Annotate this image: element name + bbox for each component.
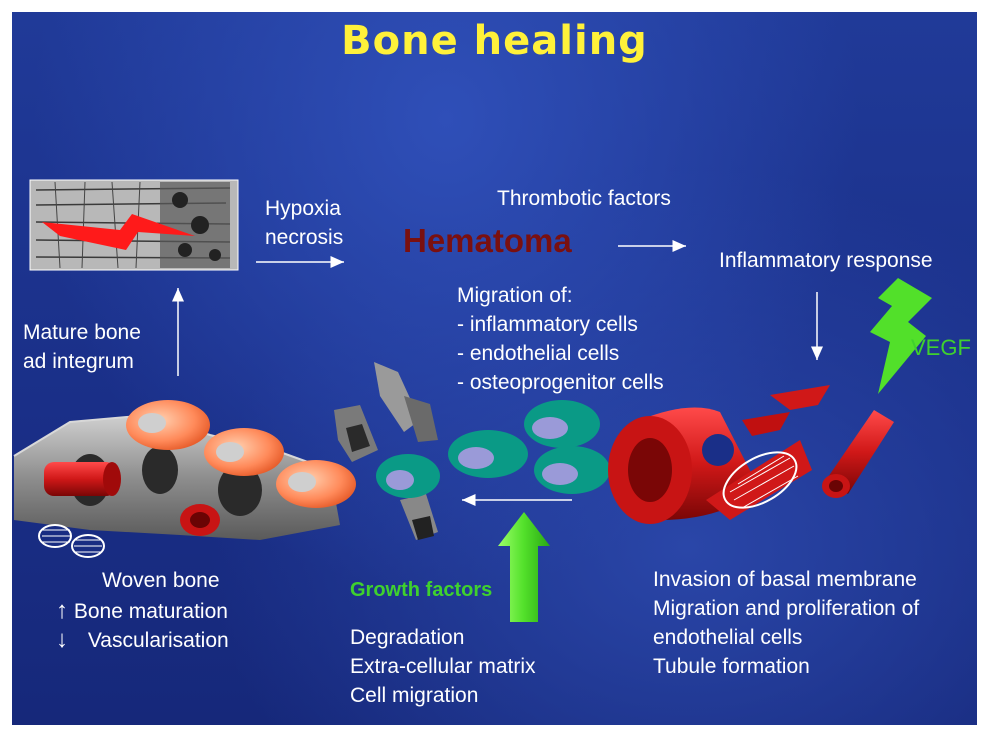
up-arrow-icon: ↑: [56, 597, 68, 624]
invasion-list: Invasion of basal membrane Migration and…: [653, 565, 919, 681]
bone-maturation-line: ↑ Bone maturation: [56, 596, 228, 626]
slide-title: Bone healing: [0, 18, 989, 64]
blood-vessel-small: [822, 410, 894, 498]
vegf-label: VEGF: [911, 333, 971, 362]
hematoma-label: Hematoma: [403, 222, 572, 260]
inflammatory-response-label: Inflammatory response: [719, 246, 933, 275]
growth-factors-arrow-icon: [498, 512, 550, 622]
vascularisation-line: ↓ Vascularisation: [56, 625, 229, 655]
degradation-list: Degradation Extra-cellular matrix Cell m…: [350, 623, 536, 710]
thrombotic-factors-label: Thrombotic factors: [497, 184, 671, 213]
hypoxia-label: Hypoxia necrosis: [265, 194, 343, 252]
growth-factors-label: Growth factors: [350, 576, 492, 605]
migration-list: Migration of: - inflammatory cells - end…: [457, 281, 664, 397]
down-arrow-icon: ↓: [56, 626, 68, 653]
mature-bone-label: Mature bone ad integrum: [23, 318, 141, 376]
mature-bone-image: [30, 180, 238, 270]
bone-fragments: [334, 362, 438, 540]
woven-bone-title: Woven bone: [102, 566, 220, 595]
